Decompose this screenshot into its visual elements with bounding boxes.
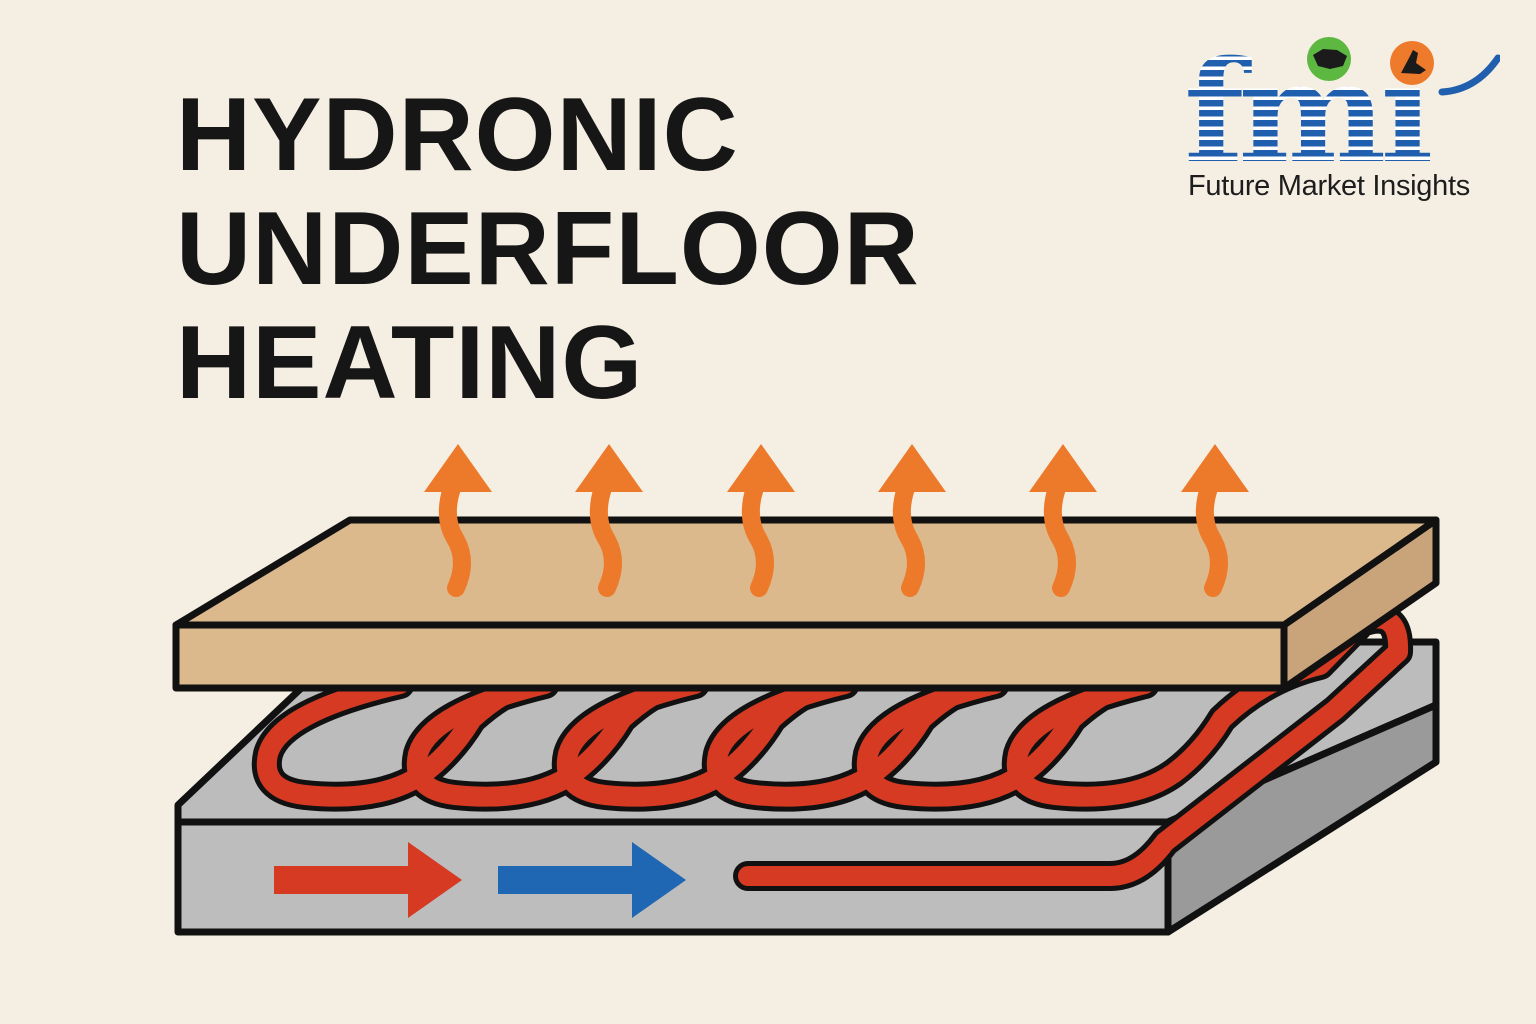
floor-board-top-face bbox=[172, 516, 1440, 629]
heat-arrow-5 bbox=[1029, 444, 1097, 597]
heat-arrow-4 bbox=[878, 444, 946, 597]
flow-arrow-blue bbox=[498, 842, 686, 918]
floor-board-front-face bbox=[172, 621, 1288, 692]
heating-pipe bbox=[251, 603, 1414, 891]
heat-arrow-3 bbox=[727, 444, 795, 597]
heat-arrow-2 bbox=[575, 444, 643, 597]
title-line-2: UNDERFLOOR bbox=[176, 191, 920, 307]
title-line-1: HYDRONIC bbox=[176, 77, 739, 193]
flow-arrows bbox=[274, 842, 686, 918]
logo-swoosh bbox=[1438, 54, 1500, 96]
floor-board bbox=[172, 516, 1440, 692]
heat-arrow-6 bbox=[1181, 444, 1249, 597]
title-line-3: HEATING bbox=[176, 305, 644, 421]
heat-arrows bbox=[424, 444, 1249, 597]
logo-caption: Future Market Insights bbox=[1188, 170, 1470, 202]
fmi-logo: fmi bbox=[1184, 31, 1500, 195]
page-title: HYDRONIC UNDERFLOOR HEATING bbox=[176, 78, 920, 420]
heat-arrow-1 bbox=[424, 444, 492, 597]
flow-arrow-red bbox=[274, 842, 462, 918]
